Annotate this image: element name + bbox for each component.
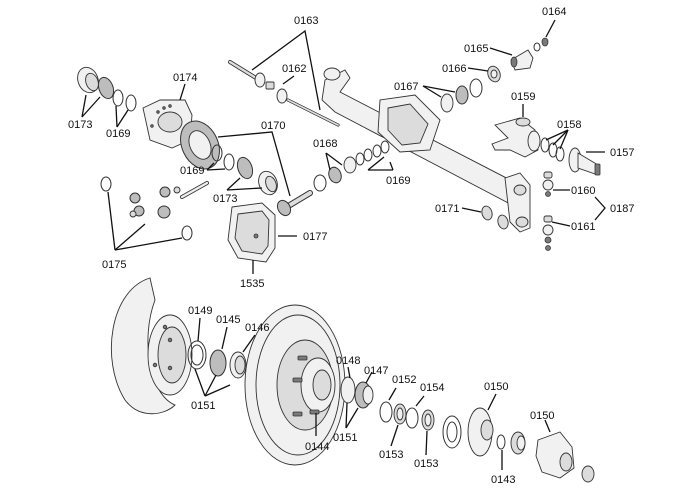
label-0163: 0163 xyxy=(294,15,318,27)
label-0143: 0143 xyxy=(491,474,515,486)
part-spider-gears-0175 xyxy=(100,176,193,241)
part-washer-0154 xyxy=(405,407,419,429)
part-hub-flange-0150 xyxy=(467,407,494,457)
part-brake-rotor xyxy=(244,304,346,466)
part-dust-shield xyxy=(110,277,193,415)
part-ball-joint-0161 xyxy=(542,215,554,251)
label-0168: 0168 xyxy=(313,138,337,150)
label-0169-center: 0169 xyxy=(180,165,204,177)
label-0151-left: 0151 xyxy=(191,400,215,412)
label-0173-left: 0173 xyxy=(68,119,92,131)
part-spindle-0157 xyxy=(568,147,601,176)
label-0171: 0171 xyxy=(435,203,459,215)
part-shims-0169-left xyxy=(112,89,137,112)
part-cover-0177 xyxy=(227,202,276,263)
label-0152: 0152 xyxy=(392,374,416,386)
label-0161: 0161 xyxy=(571,221,595,233)
label-0154: 0154 xyxy=(420,382,444,394)
label-0166: 0166 xyxy=(442,63,466,75)
label-0160: 0160 xyxy=(571,185,595,197)
part-clutch-ring xyxy=(510,431,526,455)
part-hub-body-0150 xyxy=(535,431,575,479)
parts-drawings xyxy=(77,37,601,483)
part-ball-joint-0160 xyxy=(542,171,554,197)
label-0162: 0162 xyxy=(282,63,306,75)
label-0153-a: 0153 xyxy=(379,449,403,461)
label-0153-b: 0153 xyxy=(414,458,438,470)
part-bearing-0147 xyxy=(354,381,374,409)
label-0175: 0175 xyxy=(102,259,126,271)
part-pinion-0170 xyxy=(276,190,313,217)
part-yoke-0165 xyxy=(510,49,534,71)
label-0145: 0145 xyxy=(216,314,240,326)
part-cup-0146 xyxy=(229,351,247,379)
label-0149: 0149 xyxy=(188,305,212,317)
part-cross-shaft xyxy=(180,181,209,199)
part-bearing-0168 xyxy=(313,156,357,192)
part-bearing-0167 xyxy=(440,78,483,113)
label-0177: 0177 xyxy=(303,231,327,243)
label-0170: 0170 xyxy=(261,120,285,132)
part-knuckle-0159 xyxy=(491,117,541,158)
part-bearing-0173-left xyxy=(77,66,115,100)
label-0158: 0158 xyxy=(557,119,581,131)
part-nut-0153-a xyxy=(393,403,407,425)
part-labels: 0163 0164 0165 0166 0162 0174 0167 0159 … xyxy=(68,6,634,486)
part-nut-0164 xyxy=(533,37,549,52)
part-seal-0149 xyxy=(187,340,207,370)
part-nut-0153-b xyxy=(421,409,435,431)
part-cup-0148 xyxy=(340,376,356,404)
part-seal-0171 xyxy=(481,205,509,230)
label-0148: 0148 xyxy=(336,355,360,367)
part-gasket xyxy=(442,415,462,449)
label-0157: 0157 xyxy=(610,147,634,159)
part-shims-0169-center xyxy=(211,144,235,171)
label-0164: 0164 xyxy=(542,6,566,18)
label-0144: 0144 xyxy=(305,441,329,453)
part-shims-0169-right xyxy=(355,140,390,166)
label-0165: 0165 xyxy=(464,43,488,55)
label-0159: 0159 xyxy=(511,91,535,103)
leader-lines xyxy=(81,19,606,470)
part-bearing-0145 xyxy=(209,349,227,377)
part-hub-cap xyxy=(581,465,595,483)
label-0169-left: 0169 xyxy=(106,128,130,140)
label-1535: 1535 xyxy=(240,278,264,290)
label-0150-flange: 0150 xyxy=(484,381,508,393)
part-axle-shafts-0163 xyxy=(228,60,340,127)
part-axle-housing xyxy=(321,67,531,233)
part-differential-case-0174 xyxy=(142,99,220,170)
label-0187: 0187 xyxy=(610,203,634,215)
label-0146: 0146 xyxy=(245,322,269,334)
part-bearing-0173-right xyxy=(236,156,278,196)
part-seal-0166 xyxy=(487,65,501,83)
part-snap-ring-0143 xyxy=(496,434,506,450)
part-seals-0158 xyxy=(540,137,565,162)
label-0147: 0147 xyxy=(364,365,388,377)
label-0173-right: 0173 xyxy=(213,193,237,205)
part-washer-0152 xyxy=(379,401,393,423)
label-0174: 0174 xyxy=(173,72,197,84)
label-0169-right: 0169 xyxy=(386,175,410,187)
label-0167: 0167 xyxy=(394,81,418,93)
label-0150-hub: 0150 xyxy=(530,410,554,422)
label-0151-right: 0151 xyxy=(333,432,357,444)
